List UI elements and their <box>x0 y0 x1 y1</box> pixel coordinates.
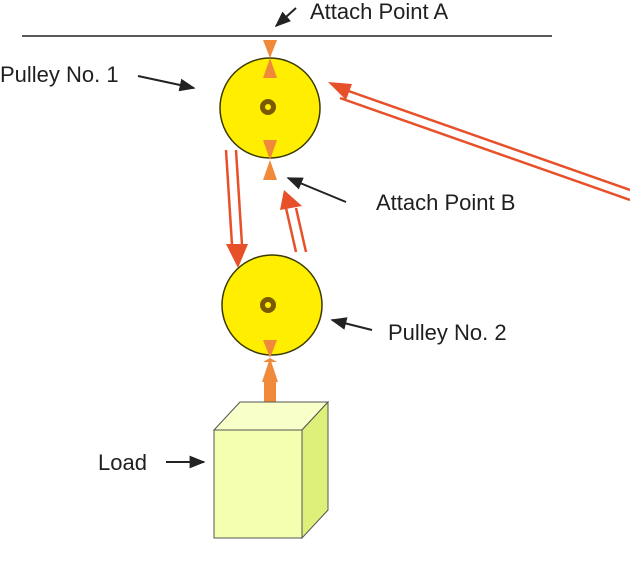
arrow-pointer-icon <box>137 75 196 92</box>
pulley-2-connector <box>262 340 278 382</box>
pulley-1 <box>219 57 321 159</box>
arrow-pointer-icon <box>274 7 297 28</box>
rope-down-to-pulley-2 <box>224 149 248 268</box>
rope-up-to-attach-b <box>280 190 308 253</box>
label-pulley-2: Pulley No. 2 <box>388 320 507 345</box>
rope-up-arrowhead-icon <box>280 190 302 210</box>
label-attach-point-b: Attach Point B <box>376 190 515 215</box>
arrow-pointer-icon <box>286 177 347 203</box>
axle-dot-icon <box>260 99 276 115</box>
label-load: Load <box>98 450 147 475</box>
rope-down-arrowhead-icon <box>226 244 248 268</box>
load-box-front <box>213 429 303 539</box>
pulley-2 <box>221 254 323 356</box>
axle-dot-icon <box>260 297 276 313</box>
label-pulley-1: Pulley No. 1 <box>0 62 119 87</box>
arrow-pointer-icon <box>330 317 373 331</box>
attach-point-b-connector <box>263 140 277 180</box>
attach-point-a-connector <box>263 40 277 78</box>
label-attach-point-a: Attach Point A <box>310 0 449 24</box>
rope-right-to-pulley-1 <box>328 82 630 202</box>
load-box <box>212 400 330 540</box>
rope-arrowhead-icon <box>328 82 352 100</box>
